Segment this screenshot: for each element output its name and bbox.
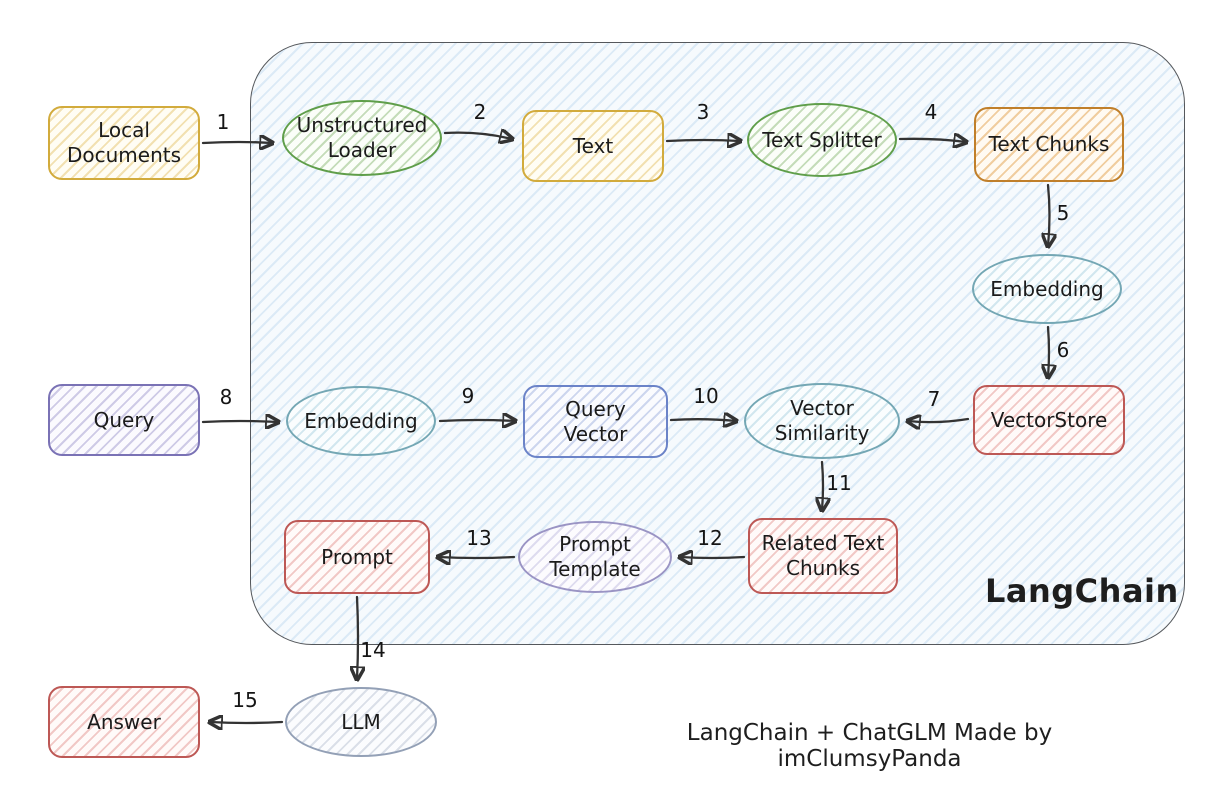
arrow-label-8: 8 bbox=[219, 385, 233, 409]
node-vectorstore: VectorStore bbox=[973, 385, 1125, 455]
arrow-15 bbox=[210, 722, 284, 723]
node-label: Related Text Chunks bbox=[761, 531, 885, 580]
arrow-label-4: 4 bbox=[924, 100, 938, 124]
node-query: Query bbox=[48, 384, 200, 456]
arrow-label-2: 2 bbox=[473, 100, 487, 124]
node-label: Prompt bbox=[321, 544, 393, 569]
node-prompt: Prompt bbox=[284, 520, 430, 594]
caption: LangChain + ChatGLM Made by imClumsyPand… bbox=[686, 720, 1053, 772]
arrow-label-5: 5 bbox=[1056, 201, 1070, 225]
node-prompt-template: Prompt Template bbox=[518, 521, 672, 593]
node-answer: Answer bbox=[48, 686, 200, 758]
node-label: VectorStore bbox=[990, 407, 1108, 432]
node-text-chunks: Text Chunks bbox=[974, 107, 1124, 182]
arrow-label-15: 15 bbox=[232, 688, 258, 712]
node-label: Vector Similarity bbox=[774, 396, 870, 445]
arrow-label-6: 6 bbox=[1056, 338, 1070, 362]
node-embedding-query: Embedding bbox=[286, 386, 436, 456]
arrow-label-14: 14 bbox=[360, 638, 386, 662]
arrow-label-13: 13 bbox=[466, 526, 492, 550]
arrow-label-1: 1 bbox=[216, 110, 230, 134]
arrow-label-10: 10 bbox=[693, 384, 719, 408]
node-query-vector: Query Vector bbox=[523, 385, 668, 458]
node-label: Local Documents bbox=[66, 118, 182, 167]
node-text-splitter: Text Splitter bbox=[747, 103, 897, 177]
node-label: Embedding bbox=[990, 276, 1104, 301]
langchain-label: LangChain bbox=[985, 572, 1179, 610]
node-label: Answer bbox=[87, 709, 161, 734]
node-label: Text Chunks bbox=[988, 132, 1110, 156]
arrow-label-3: 3 bbox=[696, 100, 710, 124]
node-related-text-chunks: Related Text Chunks bbox=[748, 518, 898, 594]
node-embedding-docs: Embedding bbox=[972, 254, 1122, 324]
node-label: Prompt Template bbox=[549, 532, 641, 581]
node-label: Unstructured Loader bbox=[296, 113, 428, 162]
node-label: Text Splitter bbox=[762, 127, 882, 152]
node-text: Text bbox=[522, 110, 664, 182]
node-label: LLM bbox=[341, 709, 381, 734]
node-label: Embedding bbox=[304, 408, 418, 433]
node-local-documents: Local Documents bbox=[48, 106, 200, 180]
arrow-label-7: 7 bbox=[927, 387, 941, 411]
arrow-label-12: 12 bbox=[697, 526, 723, 550]
node-unstructured-loader: Unstructured Loader bbox=[282, 100, 442, 176]
arrow-label-9: 9 bbox=[461, 384, 475, 408]
node-label: Text bbox=[572, 133, 614, 158]
node-vector-similarity: Vector Similarity bbox=[744, 383, 900, 459]
arrow-label-11: 11 bbox=[826, 471, 852, 495]
node-label: Query Vector bbox=[563, 396, 628, 446]
node-label: Query bbox=[93, 407, 155, 432]
node-llm: LLM bbox=[285, 687, 437, 757]
